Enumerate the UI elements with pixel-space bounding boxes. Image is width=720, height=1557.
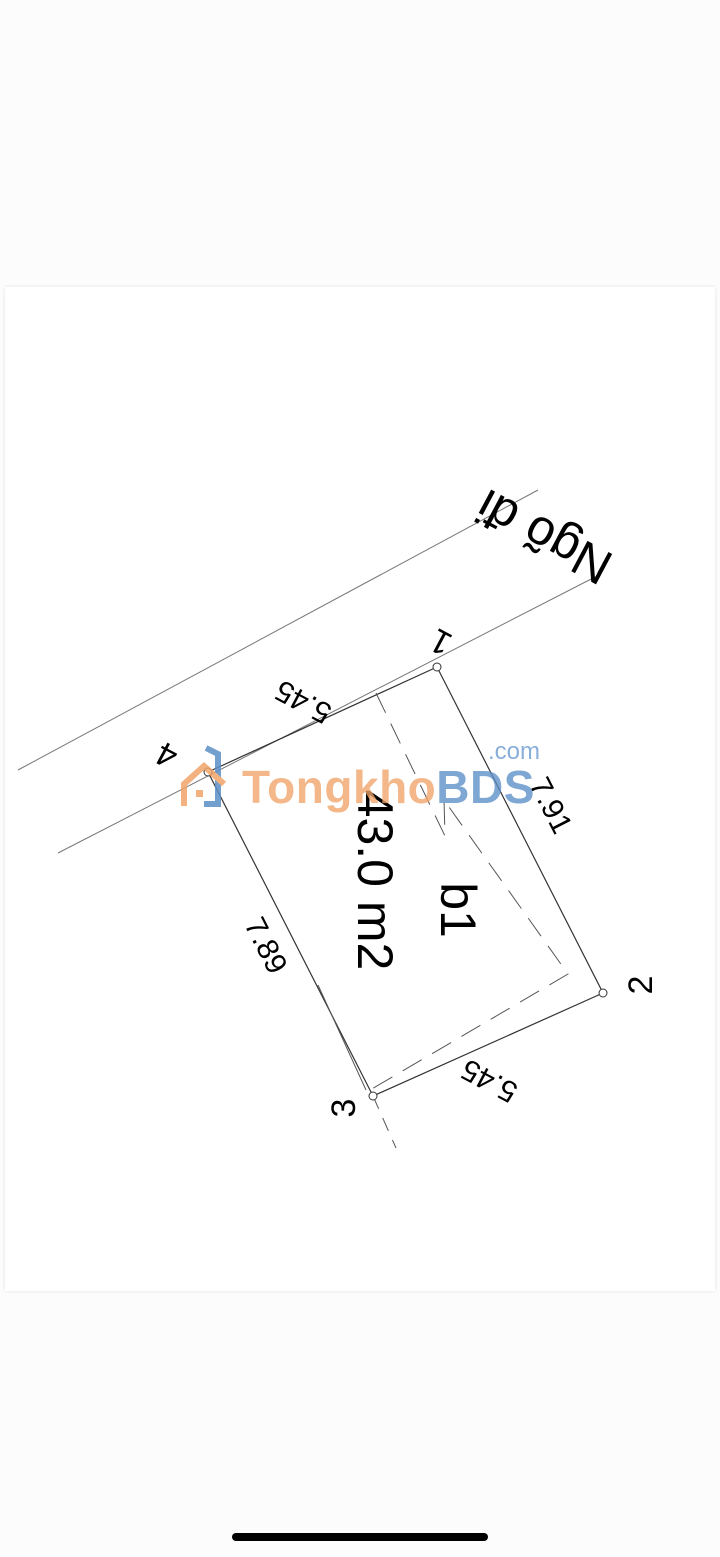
point-label-2: 2 [622,976,660,995]
edge-length-4-1: 5.45 [270,673,337,730]
edge-length-2-3: 5.45 [456,1052,523,1109]
home-indicator[interactable] [232,1533,488,1541]
setback-line [369,692,569,1091]
point-label-3: 3 [325,1099,363,1118]
point-marker-3 [368,1091,378,1101]
point-label-4: 4 [150,733,185,775]
edge-length-1-2: 7.91 [523,772,579,839]
parcel-boundary [207,666,604,1097]
road-boundary-lower [57,575,598,854]
drawing-card [5,287,715,1291]
extension-line [372,1095,397,1149]
point-marker-4 [203,767,213,777]
point-marker-2 [598,988,608,998]
road-boundary-upper [17,489,539,771]
road-label: Ngõ đi [467,478,621,595]
point-label-1: 1 [424,620,459,662]
point-marker-1 [432,662,442,672]
parcel-id: b1 [430,882,486,938]
edge-double-line [317,984,367,1091]
parcel-area: 43.0 m2 [347,790,403,971]
